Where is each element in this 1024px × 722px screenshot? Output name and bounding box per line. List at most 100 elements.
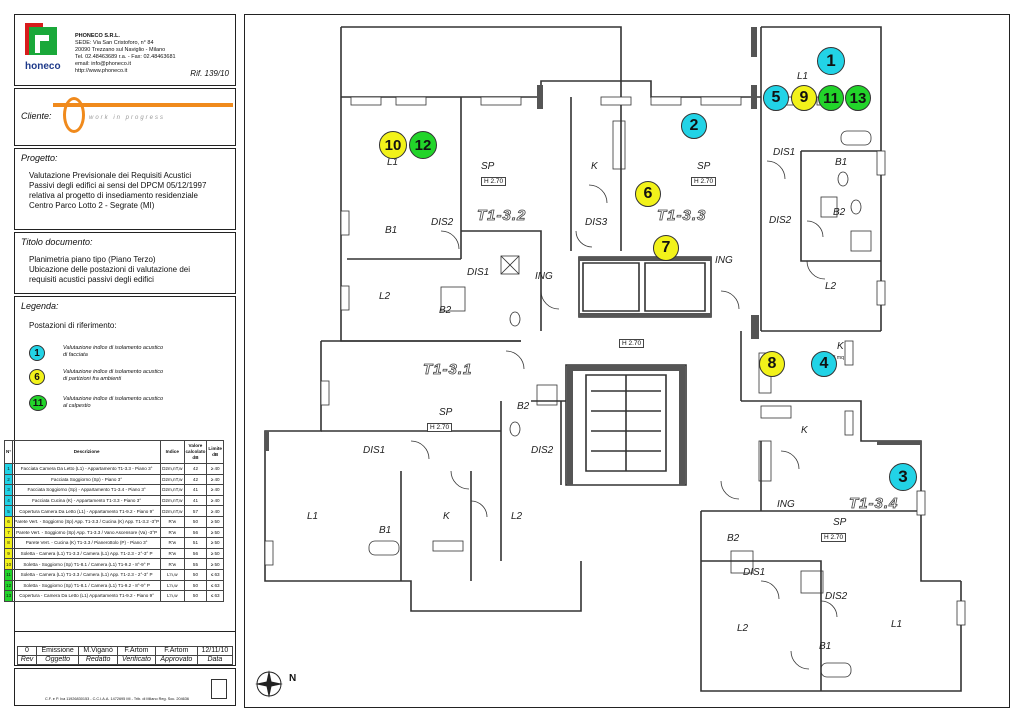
measurement-marker[interactable]: 1 <box>817 47 845 75</box>
measurement-marker[interactable]: 11 <box>818 85 844 111</box>
room-label: ING <box>715 255 733 266</box>
measurement-marker[interactable]: 8 <box>759 351 785 377</box>
row-value: 56 <box>183 547 208 560</box>
row-value: 55 <box>183 558 208 570</box>
measurement-marker[interactable]: 6 <box>635 181 661 207</box>
row-number: 11 <box>3 568 14 581</box>
legend-item-text: al calpestio <box>63 403 91 409</box>
logo-wordmark: honeco <box>25 61 61 72</box>
room-label: L2 <box>737 623 749 634</box>
room-label: B1 <box>835 157 848 168</box>
row-value: 51 <box>183 537 208 549</box>
legend-label: Legenda: <box>21 301 59 311</box>
row-index: D2m,nT,w <box>160 494 185 507</box>
apartment-label: T1-3.2 <box>477 207 527 225</box>
row-number: 8 <box>3 537 14 549</box>
company-block: honeco PHONECO S.R.L. SEDE: Via San Cris… <box>14 14 236 86</box>
row-description: Soletta - Camera (L1) T1-3.3 / Camera (L… <box>12 568 162 581</box>
row-index: D2m,nT,w <box>160 463 185 475</box>
company-name: PHONECO S.R.L. <box>75 33 120 39</box>
row-index: R'w <box>160 526 185 539</box>
row-description: Copertura Camera Da Letto (L1) - Apparta… <box>12 505 162 517</box>
legend-item-text: Valutazione indice di isolamento acustic… <box>63 396 164 402</box>
measurement-marker[interactable]: 13 <box>845 85 871 111</box>
compass-icon <box>255 670 283 698</box>
client-label: Cliente: <box>21 111 52 121</box>
table-header: N° <box>3 440 14 464</box>
project-label: Progetto: <box>21 153 58 163</box>
certification-logo-icon <box>211 679 227 699</box>
measurement-marker[interactable]: 2 <box>681 113 707 139</box>
row-index: L'n,w <box>160 590 185 602</box>
ceiling-height-label: H 2.70 <box>691 177 717 186</box>
row-number: 5 <box>3 505 14 517</box>
room-label: L2 <box>379 291 391 302</box>
row-number: 13 <box>3 590 14 602</box>
row-description: Facciata Camera Da Letto (L1) - Appartam… <box>12 463 162 475</box>
row-index: R'w <box>160 547 185 560</box>
room-label: L1 <box>307 511 319 522</box>
row-limit: ≥ 40 <box>206 463 224 475</box>
revision-value: Emissione <box>35 646 80 656</box>
project-line: relativa al progetto di insediamento res… <box>29 191 198 200</box>
row-index: D2m,nT,w <box>160 473 185 486</box>
company-logo: honeco <box>21 19 61 73</box>
document-title-block: Titolo documento: Planimetria piano tipo… <box>14 232 236 294</box>
row-limit: ≤ 63 <box>206 579 224 592</box>
measurement-marker[interactable]: 7 <box>653 235 679 261</box>
measurement-marker[interactable]: 9 <box>791 85 817 111</box>
room-label: L1 <box>387 157 399 168</box>
row-limit: ≥ 40 <box>206 473 224 486</box>
table-header: Descrizione <box>12 440 162 464</box>
row-value: 50 <box>183 515 208 528</box>
room-label: DIS1 <box>467 267 490 278</box>
room-label: ING <box>777 499 795 510</box>
ceiling-height-label: H 2.70 <box>821 533 847 542</box>
room-label: SP <box>481 161 495 172</box>
client-logo-text: work in progress <box>89 115 166 121</box>
measurement-marker[interactable]: 12 <box>409 131 437 159</box>
row-number: 7 <box>3 526 14 539</box>
revision-block: 0 Emissione M.Viganò F.Artom F.Artom 12/… <box>14 632 236 666</box>
row-value: 50 <box>183 568 208 581</box>
revision-value: 12/11/10 <box>196 646 234 656</box>
row-value: 50 <box>183 590 208 602</box>
measurement-marker[interactable]: 10 <box>379 131 407 159</box>
revision-header: Approvato <box>154 655 198 665</box>
room-label: L1 <box>891 619 903 630</box>
room-label: SP <box>697 161 711 172</box>
measurement-marker[interactable]: 4 <box>811 351 837 377</box>
room-label: DIS1 <box>743 567 766 578</box>
room-label: K <box>801 425 808 436</box>
document-line: Ubicazione delle postazioni di valutazio… <box>29 265 190 274</box>
room-label: L1 <box>797 71 809 82</box>
measurement-marker[interactable]: 5 <box>763 85 789 111</box>
row-limit: ≥ 50 <box>206 558 224 570</box>
apartment-label: T1-3.4 <box>849 495 899 513</box>
room-label: DIS2 <box>825 591 848 602</box>
row-description: Copertura - Camera Da Letto (L1) Apparta… <box>12 590 162 602</box>
measurement-marker[interactable]: 3 <box>889 463 917 491</box>
row-index: D2m,nT,w <box>160 484 185 496</box>
company-web[interactable]: http://www.phoneco.it <box>75 68 128 74</box>
company-city: 20090 Trezzano sul Naviglio - Milano <box>75 47 166 53</box>
apartment-label: T1-3.1 <box>423 361 473 379</box>
row-description: Parete Vert. - Cucina (K) T1-3.3 / Piane… <box>12 537 162 549</box>
legend-item-text: Valutazione indice di isolamento acustic… <box>63 369 164 375</box>
project-block: Progetto: Valutazione Previsionale dei R… <box>14 148 236 230</box>
room-label: K <box>443 511 450 522</box>
legend-marker-cyan: 1 <box>29 345 45 361</box>
room-label: B2 <box>833 207 846 218</box>
revision-header: Oggetto <box>35 655 80 665</box>
project-line: Valutazione Previsionale dei Requisiti A… <box>29 171 192 180</box>
room-label: B2 <box>517 401 530 412</box>
row-index: R'w <box>160 537 185 549</box>
revision-header: Verificato <box>116 655 156 665</box>
document-line: Planimetria piano tipo (Piano Terzo) <box>29 255 156 264</box>
table-header: Valore calcolato dB <box>183 440 208 464</box>
